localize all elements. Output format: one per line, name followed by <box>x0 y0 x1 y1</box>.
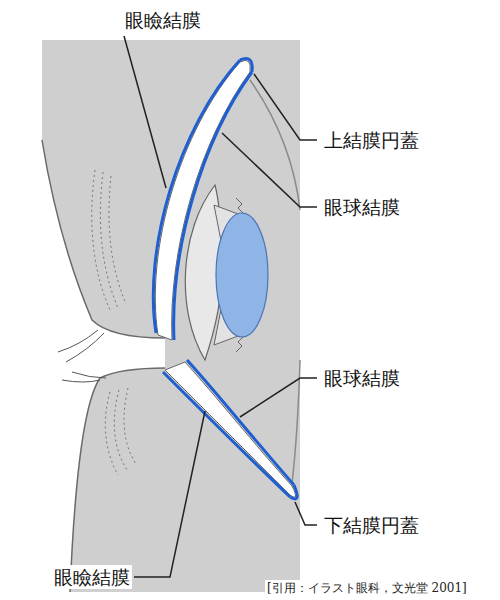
conjunctival-sac <box>155 60 250 340</box>
palpebral-conjunctiva <box>153 60 240 333</box>
part-label: 眼瞼結膜 <box>123 8 203 32</box>
lens <box>216 213 268 337</box>
leader-line <box>134 411 205 577</box>
globe-outline <box>250 80 300 210</box>
part-label: 下結膜円蓋 <box>322 513 421 537</box>
bulbar-conjunctiva <box>174 72 252 340</box>
leader-line <box>254 74 317 140</box>
eyelash <box>66 333 104 362</box>
citation-caption: [引用：イラスト眼科，文光堂 2001] <box>265 580 469 596</box>
leader-lines <box>124 36 317 577</box>
leader-line <box>240 378 317 417</box>
upper-eyelid-outline <box>42 140 165 338</box>
part-label: 眼球結膜 <box>322 195 402 219</box>
part-label: 眼瞼結膜 <box>52 565 132 589</box>
eyelash <box>58 330 98 352</box>
eyelash <box>72 372 106 378</box>
leader-line <box>222 133 317 207</box>
leader-line <box>295 502 317 525</box>
eyelash <box>62 380 100 382</box>
lower-eyelid-outline <box>70 368 165 592</box>
tarsal-line <box>105 392 118 475</box>
lower-fornix <box>290 485 297 499</box>
outside-air <box>0 140 165 592</box>
part-label: 眼球結膜 <box>322 366 402 390</box>
tarsal-line <box>92 170 110 310</box>
conjunctival-sac <box>165 362 296 497</box>
tarsal-line <box>109 176 126 304</box>
tarsal-plate <box>92 170 136 475</box>
palpebral-conjunctiva <box>163 372 290 497</box>
part-label: 上結膜円蓋 <box>322 128 421 152</box>
eyelashes <box>58 330 106 382</box>
leader-line <box>124 36 166 188</box>
tarsal-line <box>124 388 136 464</box>
tarsal-line <box>114 390 127 470</box>
upper-fornix <box>240 59 252 73</box>
